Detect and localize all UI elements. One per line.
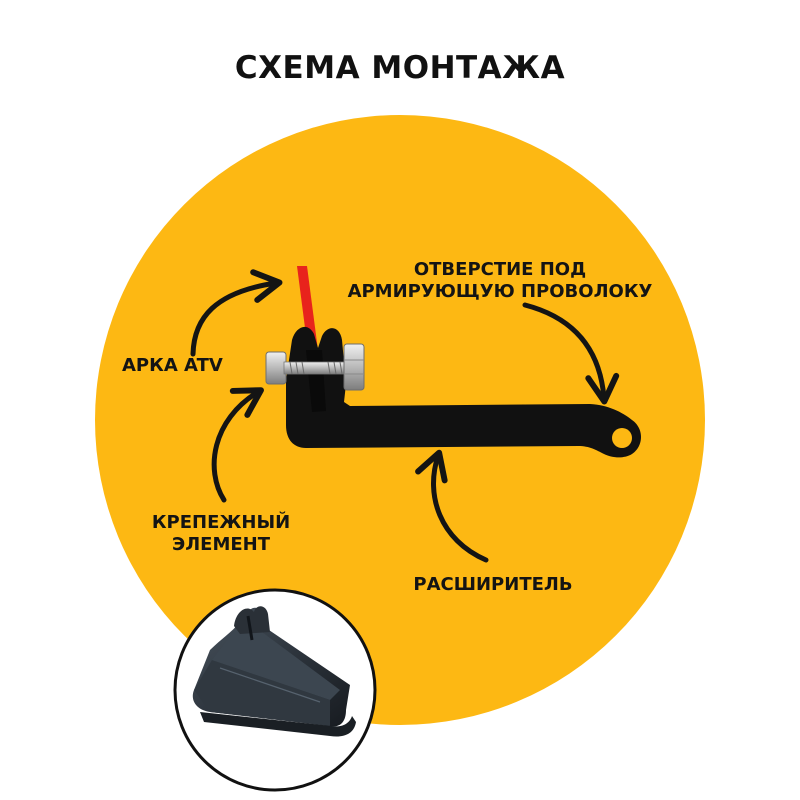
label-atv-arch: АРКА ATV — [122, 355, 223, 376]
label-wire-hole-line2: АРМИРУЮЩУЮ ПРОВОЛОКУ — [348, 281, 653, 302]
wire-hole — [612, 428, 632, 448]
arrow-to-bolt — [211, 387, 264, 503]
product-photo — [173, 588, 377, 792]
bolt-head — [265, 351, 287, 385]
label-expander: РАСШИРИТЕЛЬ — [413, 574, 572, 595]
label-fastener-line2: ЭЛЕМЕНТ — [172, 534, 271, 555]
arrow-to-expander — [415, 449, 489, 563]
arrow-to-hole — [522, 302, 620, 405]
arrow-to-arch — [190, 269, 283, 357]
bolt-thread — [289, 361, 343, 375]
nut-icon — [343, 343, 365, 391]
label-fastener-line1: КРЕПЕЖНЫЙ — [152, 511, 290, 533]
label-wire-hole-line1: ОТВЕРСТИЕ ПОД — [414, 259, 586, 280]
page-title: СХЕМА МОНТАЖА — [234, 50, 566, 86]
expander-profile — [286, 326, 641, 458]
bolt-shaft — [283, 361, 347, 375]
